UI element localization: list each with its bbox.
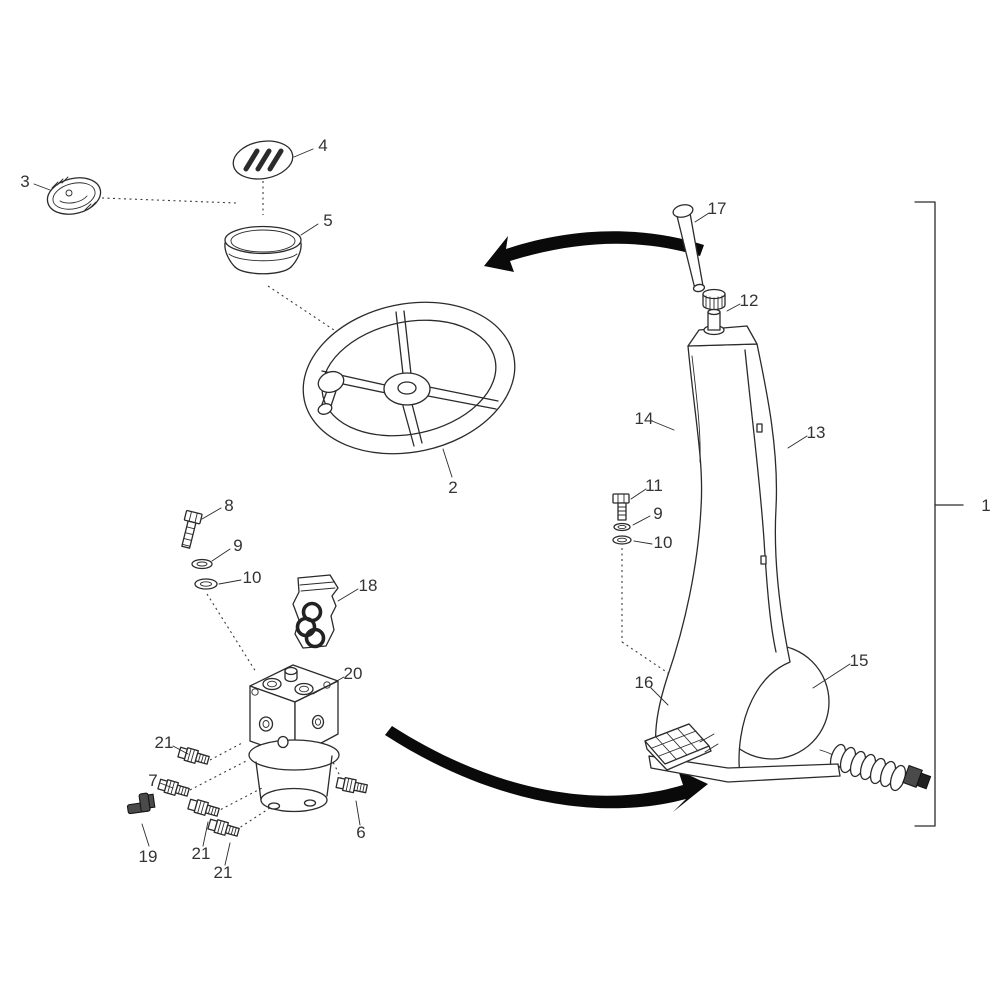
part-washer-10-left [194,578,218,590]
callout-10-left: 10 [243,568,262,587]
construction-lines [101,181,709,831]
column-base-plate [648,755,841,783]
part-fitting-21-a [176,745,211,768]
callout-3: 3 [20,172,29,191]
callout-12: 12 [740,291,759,310]
part-steering-wheel-2 [302,301,516,455]
callout-21-a: 21 [155,733,174,752]
part-column-assembly [644,204,932,792]
part-lever-17 [672,204,706,293]
callout-18: 18 [359,576,378,595]
part-fitting-21-c [206,817,241,840]
leader-lines [33,148,851,866]
callout-16: 16 [635,673,654,692]
assembly-arrow-bottom [385,726,708,812]
callout-6: 6 [356,823,365,842]
callout-5: 5 [323,211,332,230]
callout-2: 2 [448,478,457,497]
callout-4: 4 [318,136,327,155]
assembly-arrow-top [484,231,704,272]
callout-21-c: 21 [214,863,233,882]
part-pedal-16 [644,723,719,771]
callout-21-b: 21 [192,844,211,863]
part-fitting-6 [335,775,369,796]
part-washer-9-right [613,522,631,532]
part-fitting-7 [156,777,191,800]
callout-20: 20 [344,664,363,683]
assembly-bracket-1 [914,201,964,827]
part-seal-kit-18 [292,574,339,649]
part-elbow-19 [126,792,156,815]
callout-10-right: 10 [654,533,673,552]
callout-9-left: 9 [233,536,242,555]
part-emblem-3 [46,176,102,215]
callout-17: 17 [708,199,727,218]
callouts: 3 4 5 2 8 9 10 18 20 21 7 19 21 21 6 17 … [20,136,990,882]
callout-13: 13 [807,423,826,442]
part-washer-9-left [191,558,213,570]
part-cap-12 [702,288,726,336]
callout-1: 1 [981,496,990,515]
callout-14: 14 [635,409,654,428]
callout-8: 8 [224,496,233,515]
part-hub-cap-5 [224,225,302,275]
part-washer-10-right [612,535,632,545]
callout-15: 15 [850,651,869,670]
part-bolt-8 [181,509,203,549]
coiled-hose [819,743,932,792]
callout-19: 19 [139,847,158,866]
part-fitting-21-b [186,797,221,820]
part-bolt-11 [612,493,630,521]
callout-11: 11 [645,476,663,495]
part-logo-cap-4 [232,140,294,180]
callout-9-right: 9 [653,504,662,523]
part-steering-valve-20 [248,664,340,813]
spinner-knob [317,370,345,415]
hose-end-fitting [902,764,932,790]
callout-7: 7 [148,771,157,790]
